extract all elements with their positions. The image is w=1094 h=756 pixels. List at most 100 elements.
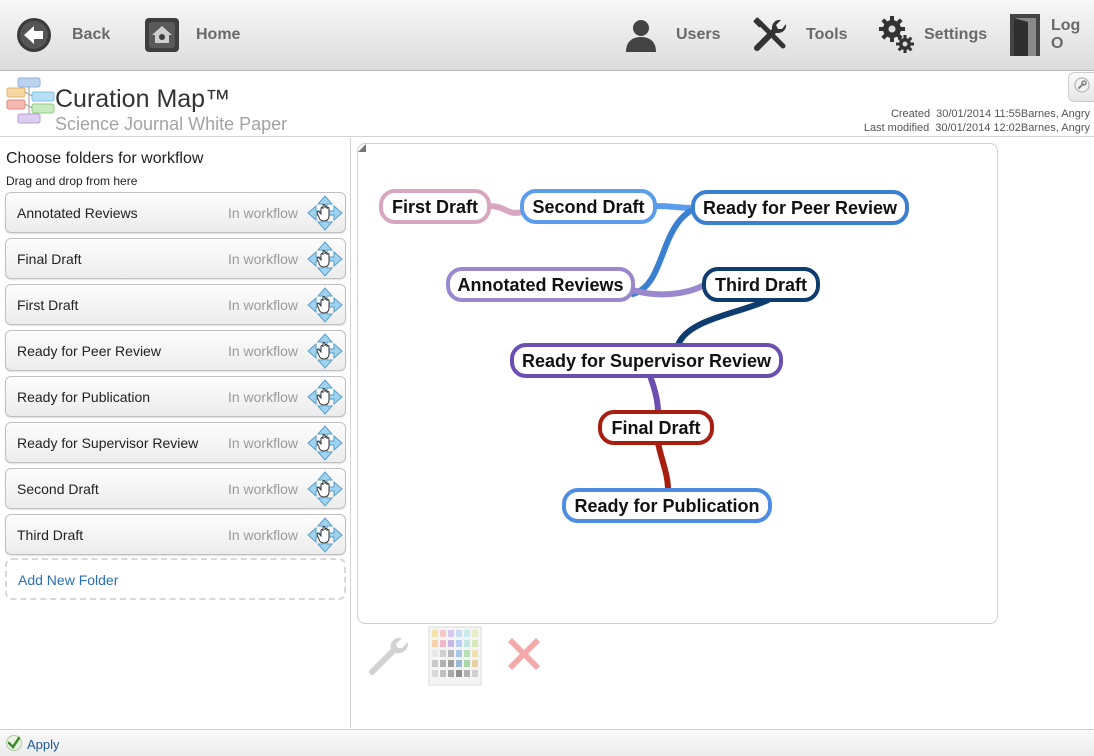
map-node-publication[interactable]: Ready for Publication xyxy=(562,488,772,523)
palette-swatch xyxy=(432,650,438,657)
folder-item[interactable]: Second Draft In workflow xyxy=(5,468,346,509)
folder-name: Third Draft xyxy=(17,527,84,543)
map-connector xyxy=(652,203,696,211)
apply-label: Apply xyxy=(27,737,60,752)
folder-list: Annotated Reviews In workflow Final Draf… xyxy=(5,192,346,560)
checkmark-icon xyxy=(6,735,22,754)
map-tools xyxy=(366,626,566,686)
gear-icon xyxy=(878,15,916,55)
folder-name: Ready for Supervisor Review xyxy=(17,435,199,451)
palette-swatch xyxy=(432,660,438,667)
palette-swatch xyxy=(464,670,470,677)
options-tab[interactable] xyxy=(1068,72,1094,102)
back-label: Back xyxy=(72,26,111,43)
wrench-icon[interactable] xyxy=(366,632,412,683)
drag-handle-icon[interactable] xyxy=(307,333,343,369)
map-connector xyxy=(655,440,671,493)
palette-swatch xyxy=(472,670,478,677)
map-node-label: Second Draft xyxy=(532,197,644,217)
map-node-label: First Draft xyxy=(392,197,478,217)
created-value: 30/01/2014 11:55Barnes, Angry xyxy=(936,108,1090,120)
folder-item[interactable]: Ready for Peer Review In workflow xyxy=(5,330,346,371)
palette-swatch xyxy=(456,650,462,657)
delete-x-icon[interactable] xyxy=(502,632,546,681)
map-node-first[interactable]: First Draft xyxy=(379,189,491,224)
settings-label: Settings xyxy=(924,26,988,43)
drag-handle-icon[interactable] xyxy=(307,287,343,323)
color-palette-icon[interactable] xyxy=(428,626,482,691)
folder-item[interactable]: First Draft In workflow xyxy=(5,284,346,325)
map-node-third[interactable]: Third Draft xyxy=(702,267,820,302)
palette-swatch xyxy=(464,660,470,667)
map-node-label: Ready for Supervisor Review xyxy=(522,351,772,371)
folder-item[interactable]: Final Draft In workflow xyxy=(5,238,346,279)
back-arrow-icon xyxy=(16,17,52,53)
palette-swatch xyxy=(448,660,454,667)
map-connector xyxy=(630,203,706,297)
map-node-peer[interactable]: Ready for Peer Review xyxy=(691,190,909,225)
apply-button[interactable]: Apply xyxy=(6,735,60,754)
map-connector xyxy=(630,282,707,298)
palette-swatch xyxy=(456,630,462,637)
folder-status: In workflow xyxy=(227,343,298,359)
map-connector xyxy=(675,297,771,348)
created-label: Created xyxy=(890,108,931,120)
palette-swatch xyxy=(472,630,478,637)
tools-icon xyxy=(751,16,789,54)
palette-swatch xyxy=(464,650,470,657)
users-button[interactable]: Users xyxy=(622,0,720,70)
folder-panel-hint: Drag and drop from here xyxy=(6,174,138,188)
palette-swatch xyxy=(456,640,462,647)
palette-swatch xyxy=(472,650,478,657)
folder-status: In workflow xyxy=(227,251,298,267)
map-node-final[interactable]: Final Draft xyxy=(598,410,714,445)
folder-item[interactable]: Annotated Reviews In workflow xyxy=(5,192,346,233)
drag-handle-icon[interactable] xyxy=(307,471,343,507)
resize-grip-icon[interactable] xyxy=(358,144,366,152)
palette-swatch xyxy=(440,660,446,667)
add-new-folder-label: Add New Folder xyxy=(18,572,119,588)
map-connector xyxy=(486,203,525,216)
folder-status: In workflow xyxy=(227,389,298,405)
map-node-label: Ready for Publication xyxy=(574,496,759,516)
back-button[interactable]: Back xyxy=(16,0,110,70)
folder-panel-title: Choose folders for workflow xyxy=(6,150,204,167)
palette-swatch xyxy=(464,630,470,637)
palette-swatch xyxy=(456,660,462,667)
folder-panel: Choose folders for workflow Drag and dro… xyxy=(0,138,351,728)
drag-handle-icon[interactable] xyxy=(307,425,343,461)
drag-handle-icon[interactable] xyxy=(307,379,343,415)
map-node-supervisor[interactable]: Ready for Supervisor Review xyxy=(510,343,783,378)
curation-map-canvas[interactable]: First Draft Second Draft Ready for Peer Re… xyxy=(357,143,998,624)
map-node-second[interactable]: Second Draft xyxy=(520,189,657,224)
palette-swatch xyxy=(432,670,438,677)
folder-name: First Draft xyxy=(17,297,79,313)
folder-status: In workflow xyxy=(227,481,298,497)
user-icon xyxy=(622,16,660,54)
folder-status: In workflow xyxy=(227,205,298,221)
folder-status: In workflow xyxy=(227,297,298,313)
palette-swatch xyxy=(440,630,446,637)
folder-name: Final Draft xyxy=(17,251,82,267)
home-label: Home xyxy=(196,26,241,43)
tools-button[interactable]: Tools xyxy=(751,0,847,70)
home-button[interactable]: Home xyxy=(144,0,240,70)
palette-swatch xyxy=(472,640,478,647)
palette-swatch xyxy=(472,660,478,667)
map-node-annotated[interactable]: Annotated Reviews xyxy=(446,267,635,302)
drag-handle-icon[interactable] xyxy=(307,241,343,277)
map-connector xyxy=(647,373,661,415)
palette-swatch xyxy=(448,640,454,647)
settings-button[interactable]: Settings xyxy=(878,0,987,70)
drag-handle-icon[interactable] xyxy=(307,195,343,231)
add-new-folder-button[interactable]: Add New Folder xyxy=(5,558,346,600)
drag-handle-icon[interactable] xyxy=(307,517,343,553)
logout-button[interactable]: Log O xyxy=(1009,0,1094,70)
folder-item[interactable]: Third Draft In workflow xyxy=(5,514,346,555)
palette-swatch xyxy=(432,630,438,637)
folder-name: Annotated Reviews xyxy=(17,205,138,221)
folder-item[interactable]: Ready for Publication In workflow xyxy=(5,376,346,417)
map-node-label: Annotated Reviews xyxy=(457,275,623,295)
folder-item[interactable]: Ready for Supervisor Review In workflow xyxy=(5,422,346,463)
map-node-label: Ready for Peer Review xyxy=(703,198,898,218)
